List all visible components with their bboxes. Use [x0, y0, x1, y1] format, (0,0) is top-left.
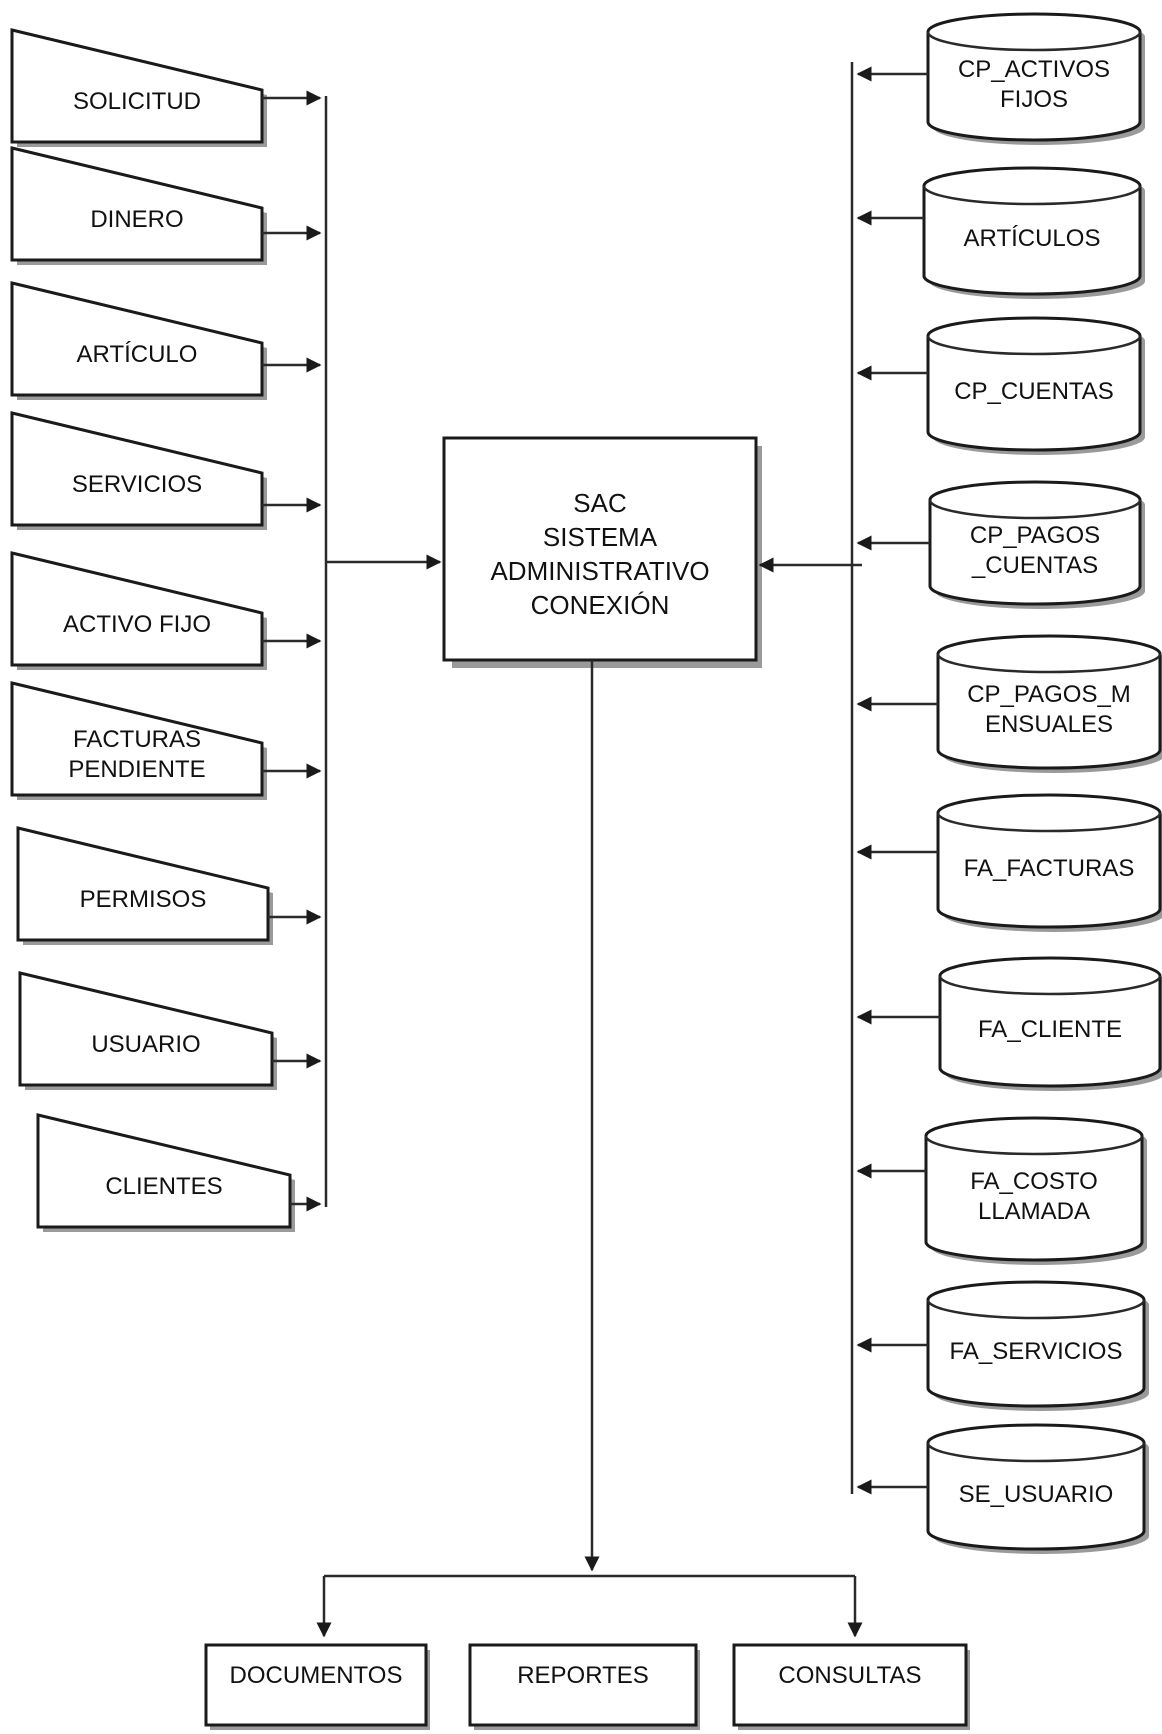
- input-form-label: CLIENTES: [105, 1173, 222, 1200]
- input-form-shape: ACTIVO FIJO: [10, 551, 267, 670]
- input-form-shape: DINERO: [10, 146, 267, 265]
- input-form-label: PENDIENTE: [68, 756, 205, 783]
- database-label: FA_COSTO: [970, 1168, 1098, 1195]
- database-cylinder: CP_PAGOS_M ENSUALES: [936, 634, 1162, 773]
- database-label: SE_USUARIO: [959, 1481, 1114, 1508]
- database-label: FA_SERVICIOS: [950, 1338, 1123, 1365]
- output-box-consultas: CONSULTAS: [732, 1643, 970, 1730]
- central-process-line: CONEXIÓN: [531, 590, 670, 620]
- output-box-reportes: REPORTES: [468, 1643, 700, 1730]
- central-process-line: SAC: [573, 488, 626, 518]
- database-label: ARTÍCULOS: [964, 225, 1101, 252]
- output-box-documentos: DOCUMENTOS: [204, 1643, 430, 1730]
- input-form-label: DINERO: [90, 206, 183, 233]
- input-form-label: SOLICITUD: [73, 88, 201, 115]
- database-label: CP_PAGOS: [970, 522, 1100, 549]
- input-form-label: SERVICIOS: [72, 471, 202, 498]
- connections: [316, 62, 863, 1638]
- output-label: CONSULTAS: [778, 1662, 921, 1689]
- input-form-label: PERMISOS: [80, 886, 207, 913]
- database-label: LLAMADA: [978, 1198, 1090, 1225]
- database-cylinder: CP_CUENTAS: [926, 316, 1145, 455]
- input-form-shape: USUARIO: [18, 971, 277, 1090]
- database-cylinder: SE_USUARIO: [926, 1423, 1149, 1554]
- database-cylinder: FA_FACTURAS: [936, 793, 1162, 932]
- database-label: _CUENTAS: [971, 552, 1098, 579]
- input-forms: SOLICITUD DINERO ARTÍCULO SERVICIOS ACTIVO F…: [10, 28, 322, 1232]
- database-label: CP_CUENTAS: [954, 378, 1114, 405]
- database-label: FIJOS: [1000, 86, 1068, 113]
- database-cylinder: FA_COSTO LLAMADA: [924, 1116, 1147, 1265]
- input-form-shape: ARTÍCULO: [10, 281, 267, 400]
- database-cylinder: CP_ACTIVOS FIJOS: [926, 12, 1145, 145]
- input-form-shape: FACTURAS PENDIENTE: [10, 681, 267, 800]
- central-process-box: SAC SISTEMA ADMINISTRATIVO CONEXIÓN: [442, 436, 762, 668]
- input-form-shape: SERVICIOS: [10, 411, 267, 530]
- database-label: FA_FACTURAS: [964, 855, 1135, 882]
- database-cylinder: ARTÍCULOS: [922, 166, 1145, 299]
- input-form-label: FACTURAS: [73, 726, 201, 753]
- database-label: CP_ACTIVOS: [958, 56, 1110, 83]
- input-form-shape: PERMISOS: [16, 826, 273, 945]
- output-label: REPORTES: [517, 1662, 649, 1689]
- input-form-shape: CLIENTES: [36, 1113, 295, 1232]
- database-label: FA_CLIENTE: [978, 1016, 1122, 1043]
- database-cylinder: CP_PAGOS _CUENTAS: [928, 480, 1145, 609]
- database-cylinder: FA_CLIENTE: [938, 956, 1162, 1091]
- database-label: CP_PAGOS_M: [967, 681, 1131, 708]
- output-label: DOCUMENTOS: [230, 1662, 403, 1689]
- database-tables: CP_ACTIVOS FIJOS ARTÍCULOS CP_CUENTAS CP_PAG…: [856, 12, 1162, 1554]
- central-process-line: SISTEMA: [543, 522, 658, 552]
- central-process-line: ADMINISTRATIVO: [490, 556, 709, 586]
- database-cylinder: FA_SERVICIOS: [926, 1280, 1149, 1411]
- input-form-shape: SOLICITUD: [10, 28, 267, 147]
- database-label: ENSUALES: [985, 711, 1113, 738]
- input-form-label: ARTÍCULO: [77, 341, 198, 368]
- input-form-label: ACTIVO FIJO: [63, 611, 211, 638]
- input-form-label: USUARIO: [91, 1031, 200, 1058]
